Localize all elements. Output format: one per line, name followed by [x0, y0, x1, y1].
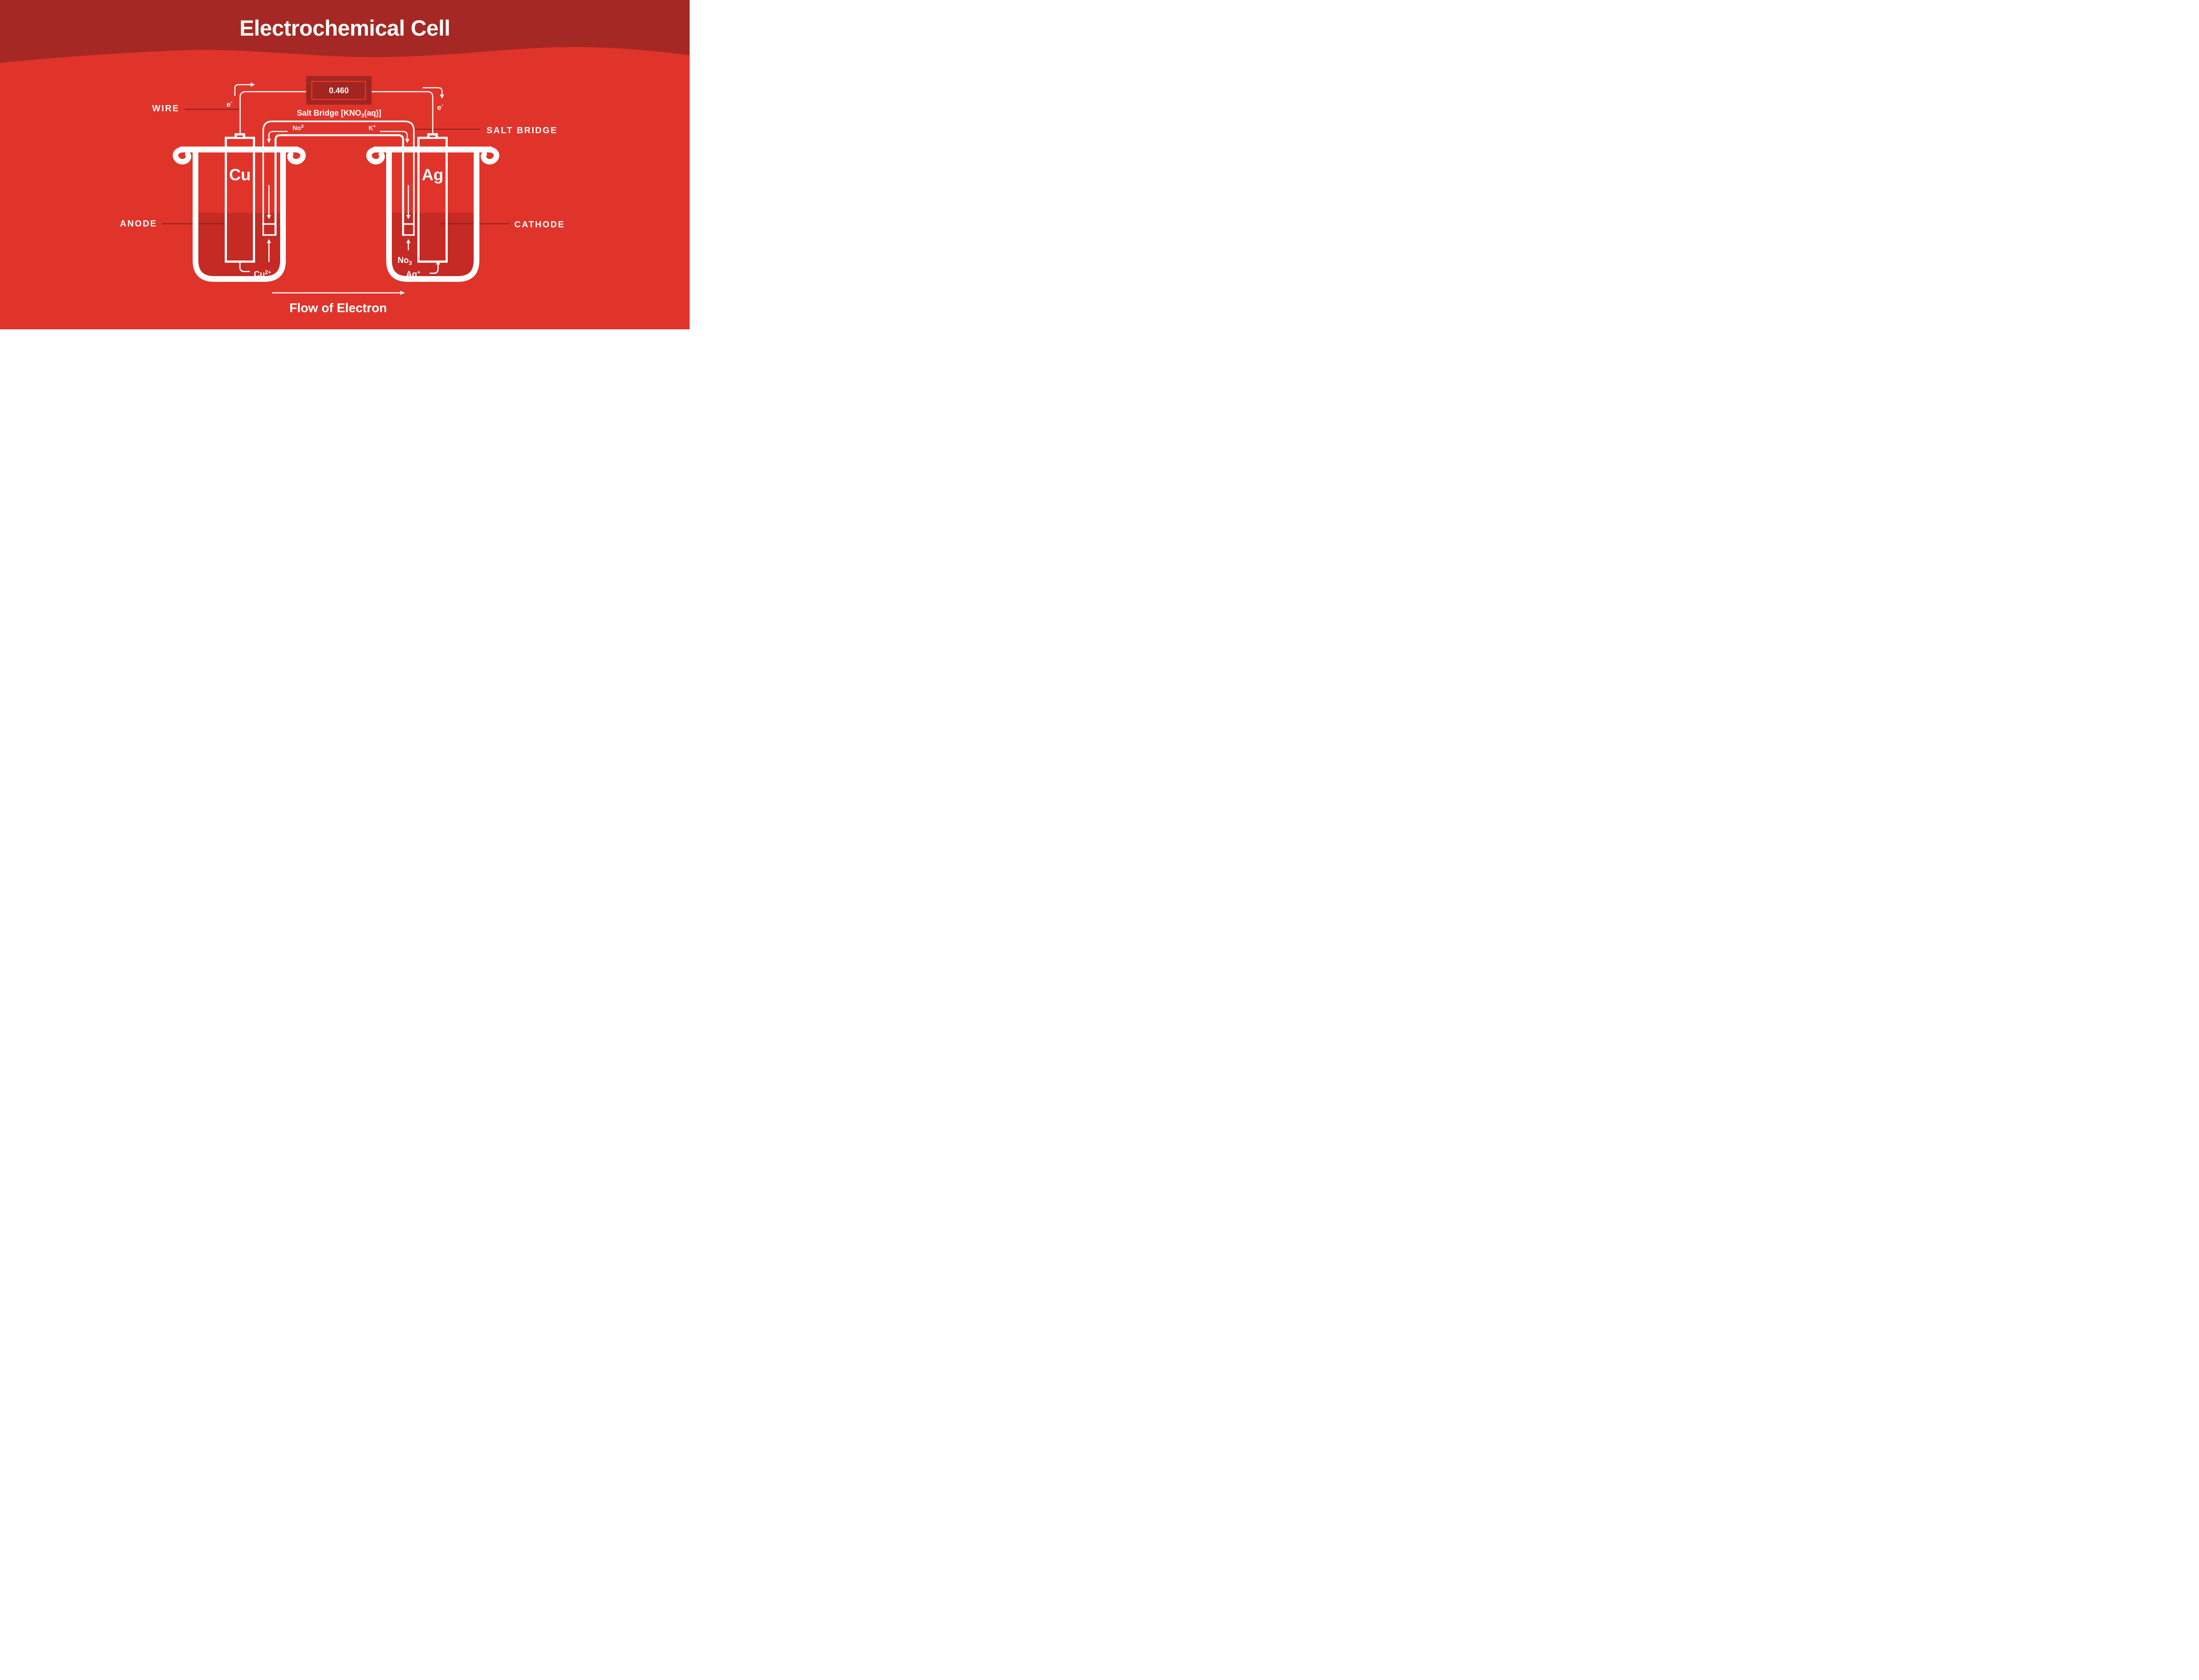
- left-beaker-rim-left-curl: [172, 146, 191, 165]
- right-electron-arrow: [423, 87, 443, 95]
- cu-electrode-label: Cu: [229, 166, 251, 184]
- right-tube-up-arrowhead-icon: [406, 239, 411, 243]
- header-wave-band: [0, 0, 690, 63]
- voltmeter-box: [306, 76, 372, 105]
- potassium-stub-arrowhead-icon: [405, 139, 409, 143]
- electrochemical-cell-infographic: 0.460 Electrochemical Cell Salt Bridge […: [0, 0, 690, 329]
- cu-electrode: [225, 137, 255, 263]
- right-beaker-rim-right-curl: [481, 146, 500, 165]
- right-beaker-rim: [374, 146, 492, 153]
- nitrate-stub-arrow: [268, 131, 288, 139]
- potassium-top-label: K+: [369, 124, 376, 132]
- ag-electrode-cap: [427, 133, 438, 137]
- left-electron-sup: -: [230, 98, 232, 105]
- ag-ion-sup: +: [417, 270, 420, 276]
- electrodes: [225, 133, 448, 263]
- salt-bridge-formula-suffix: (aq)]: [364, 109, 381, 117]
- solutions: [198, 213, 474, 276]
- salt-bridge-inner-wall: [274, 134, 404, 235]
- cu-ion-base: Cu: [254, 270, 265, 279]
- left-wire: [239, 91, 306, 133]
- ag-ion-arrowhead-icon: [436, 260, 440, 265]
- right-beaker-body: [386, 152, 479, 282]
- circuit-wires: [239, 91, 434, 133]
- right-wire: [372, 91, 434, 133]
- voltmeter: 0.460: [306, 76, 372, 105]
- right-beaker-rim-left-curl: [366, 146, 385, 165]
- voltmeter-reading: 0.460: [329, 86, 349, 95]
- flow-arrowhead-icon: [400, 291, 405, 295]
- nitrate-top-base: No: [292, 125, 301, 132]
- ag-ion-arrow: [430, 264, 439, 274]
- left-beaker-rim: [180, 146, 298, 153]
- diagram-canvas: 0.460 Electrochemical Cell Salt Bridge […: [0, 0, 690, 329]
- cu-electrode-cap: [234, 133, 245, 137]
- potassium-top-sup: +: [373, 124, 376, 129]
- left-electron-arrow: [234, 84, 251, 96]
- cu-ion-connector: [239, 262, 250, 272]
- nitrate-bottom-label: No3: [398, 256, 412, 266]
- ag-electrode-cap-notch: [429, 135, 436, 137]
- flow-of-electron-arrow: [272, 291, 405, 295]
- nitrate-top-label: No3: [292, 124, 303, 132]
- left-beaker-rim-right-curl: [287, 146, 306, 165]
- electron-flow-arrows: [234, 82, 444, 99]
- ion-migration-arrows: [239, 131, 440, 274]
- left-beaker-body: [193, 152, 286, 282]
- right-tube-down-arrowhead-icon: [406, 215, 411, 219]
- cu-electrode-cap-notch: [237, 135, 243, 137]
- cu-ion-label: Cu2+: [254, 270, 271, 280]
- ag-electrode-label: Ag: [422, 166, 443, 184]
- salt-bridge-formula-subscript: 3: [361, 113, 364, 119]
- right-tube-tip-box: [402, 223, 415, 236]
- right-electron-sup: -: [441, 102, 443, 108]
- cathode-callout: CATHODE: [515, 220, 565, 230]
- left-tube-down-arrowhead-icon: [267, 215, 271, 219]
- salt-bridge-callout: SALT BRIDGE: [486, 126, 558, 135]
- cu-ion-sup: 2+: [265, 270, 271, 276]
- salt-bridge-formula-base: Salt Bridge [KNO: [297, 109, 361, 117]
- left-tube-tip-box: [262, 223, 277, 236]
- ag-electrode: [417, 137, 448, 263]
- nitrate-bottom-base: No: [398, 256, 409, 265]
- labels: Electrochemical Cell Salt Bridge [KNO3(a…: [120, 16, 565, 315]
- nitrate-stub-arrowhead-icon: [267, 139, 271, 143]
- page-title: Electrochemical Cell: [239, 16, 450, 40]
- left-electron-base: e: [226, 100, 230, 109]
- left-tube-up-arrowhead-icon: [267, 239, 271, 243]
- right-electron-label: e-: [437, 102, 443, 112]
- potassium-top-base: K: [369, 125, 373, 132]
- ag-ion-label: Ag+: [406, 270, 420, 280]
- right-electron-base: e: [437, 103, 441, 112]
- beakers: [172, 146, 500, 282]
- nitrate-top-sup: 3: [301, 124, 303, 129]
- salt-bridge-outer-wall: [262, 120, 415, 235]
- salt-bridge-formula: Salt Bridge [KNO3(aq)]: [297, 109, 381, 119]
- right-beaker-solution: [392, 213, 474, 276]
- nitrate-bottom-sub: 3: [409, 260, 412, 266]
- voltmeter-screen-border: [311, 80, 366, 100]
- left-electron-arrowhead-icon: [251, 82, 255, 87]
- wire-callout: WIRE: [152, 104, 179, 113]
- right-electron-arrowhead-icon: [440, 95, 444, 99]
- anode-callout: ANODE: [120, 219, 157, 229]
- flow-of-electron-label: Flow of Electron: [289, 301, 387, 315]
- left-electron-label: e-: [226, 98, 233, 109]
- ag-ion-base: Ag: [406, 270, 417, 279]
- potassium-stub-arrow: [380, 131, 408, 139]
- salt-bridge-tube: [262, 120, 415, 236]
- left-beaker-solution: [198, 213, 280, 276]
